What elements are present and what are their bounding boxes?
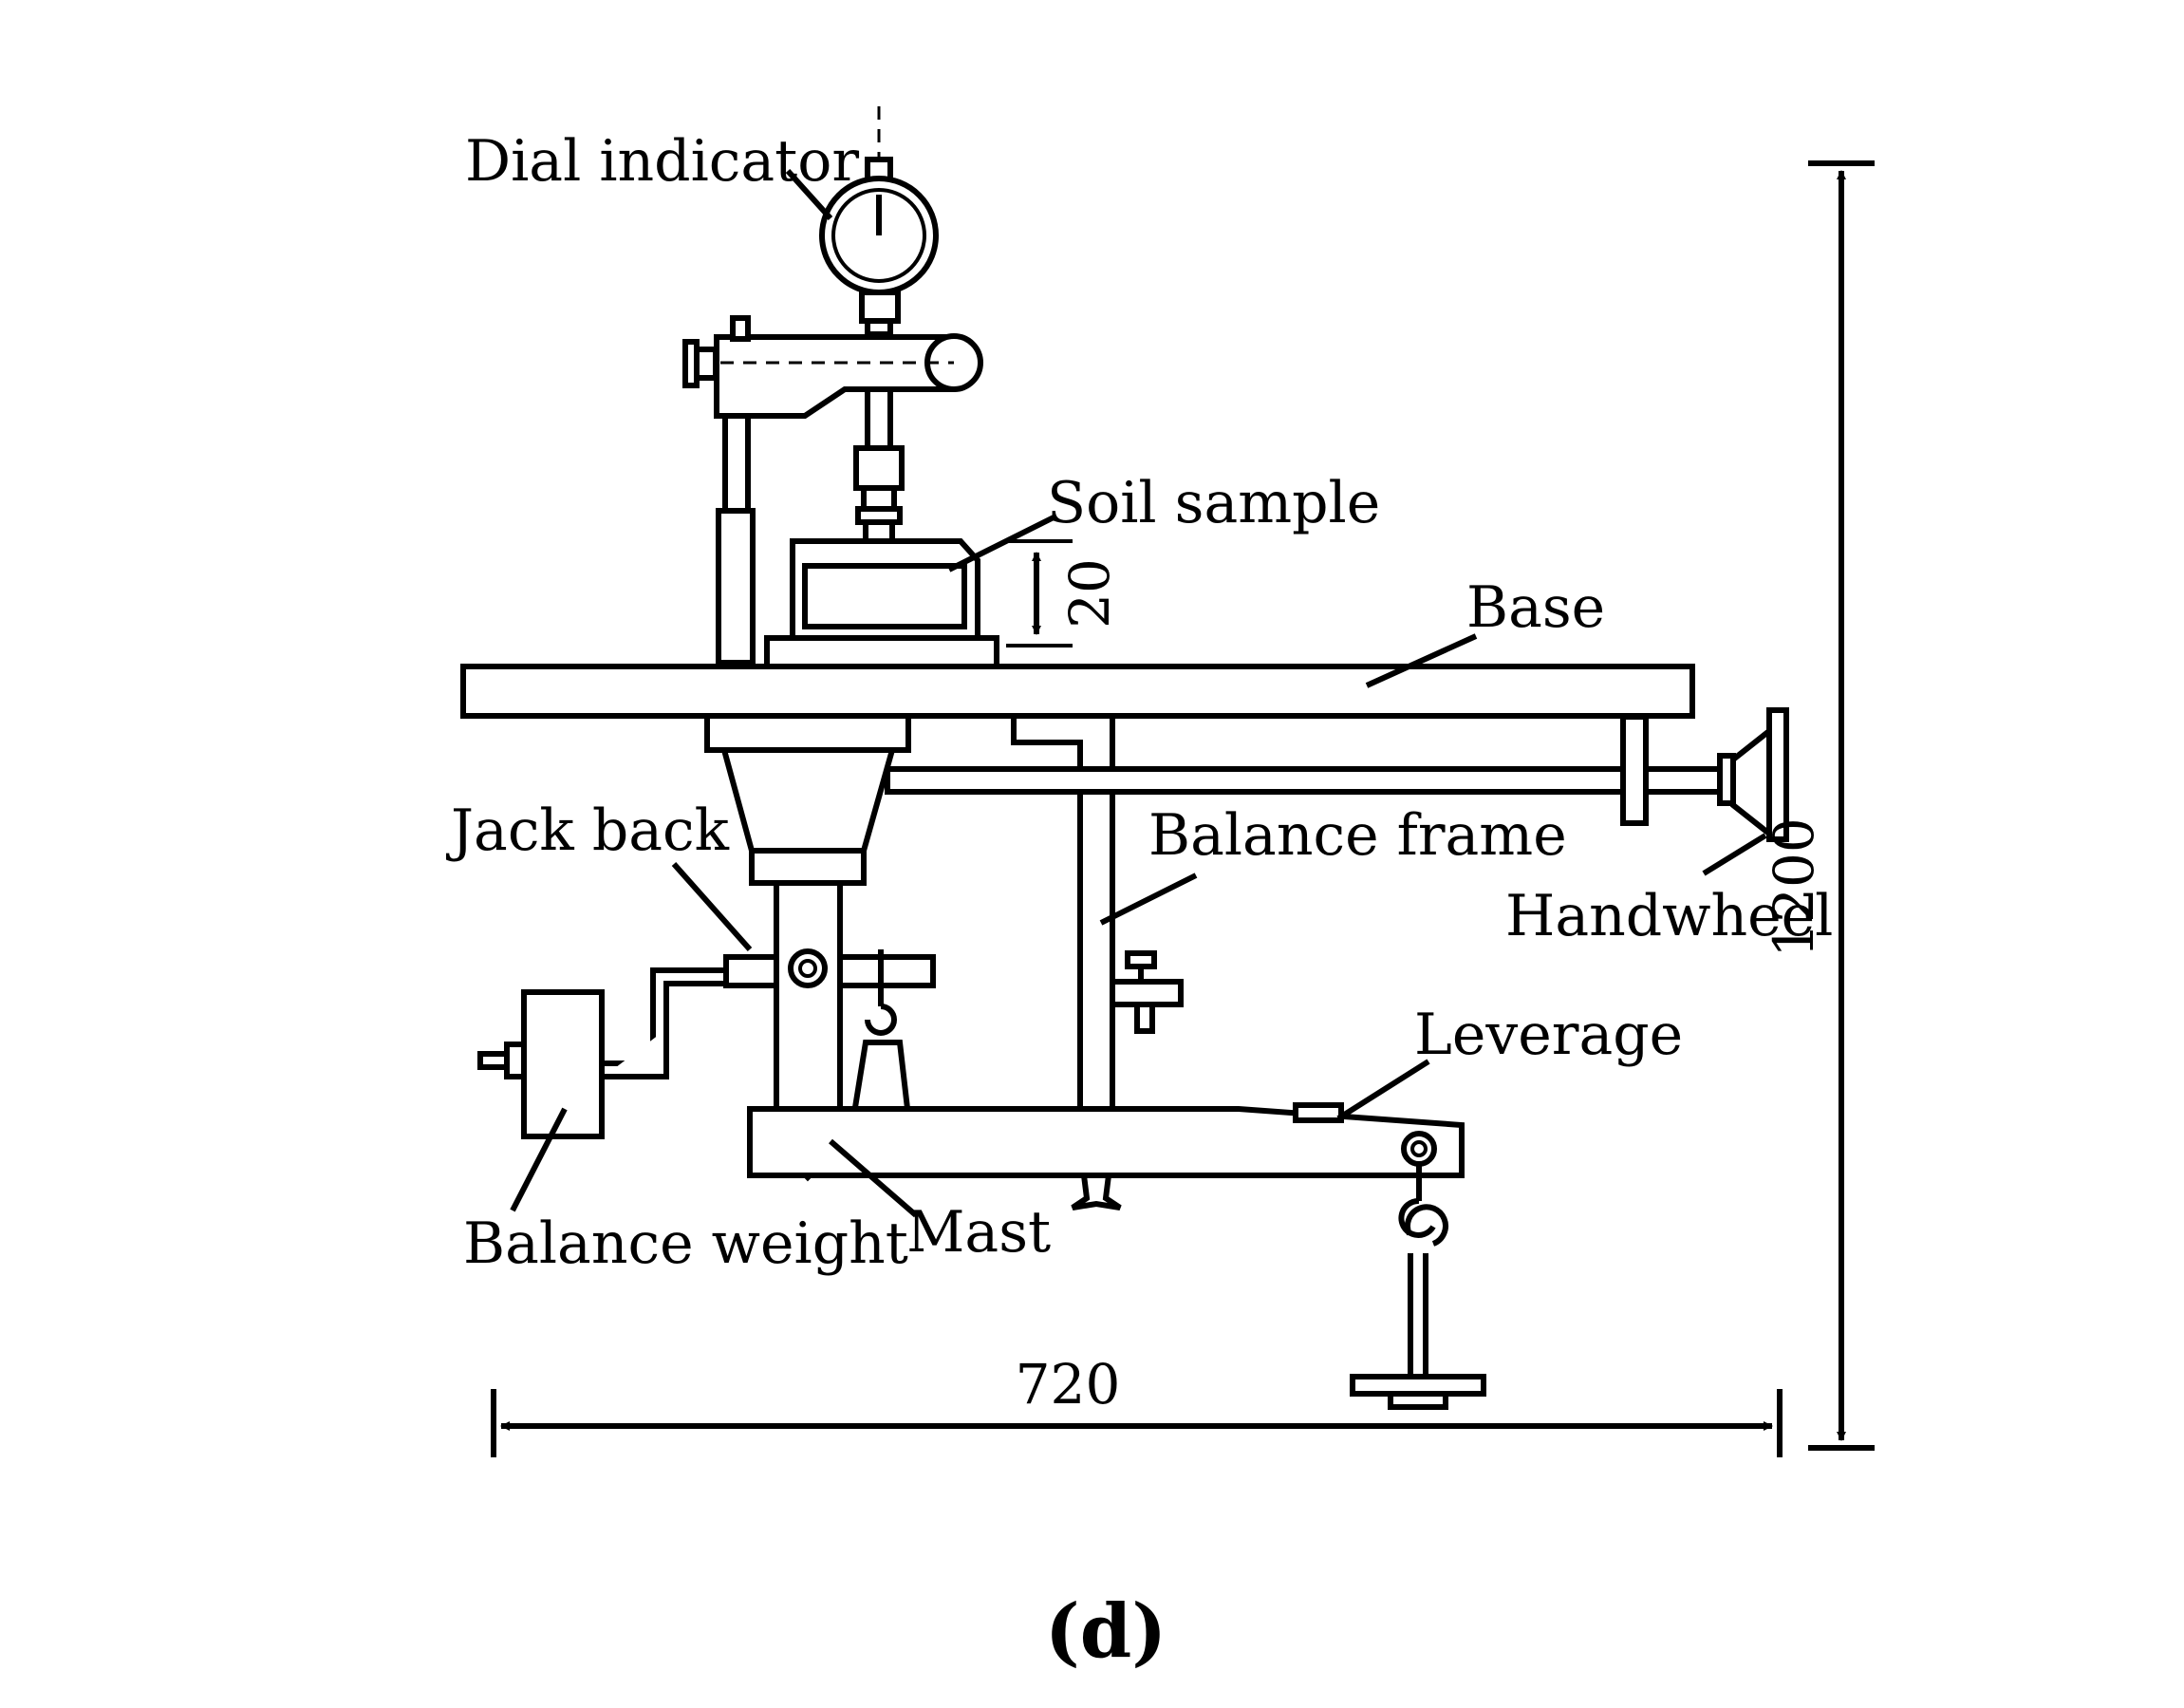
label-leverage: Leverage	[1414, 1002, 1683, 1068]
leader-lines	[510, 168, 1767, 1218]
loading-rod	[853, 386, 905, 544]
label-soil-sample: Soil sample	[1047, 470, 1380, 536]
leader-base	[1365, 633, 1478, 688]
jack	[704, 713, 911, 886]
label-mast: Mast	[906, 1199, 1051, 1266]
soil-sample-cell	[764, 538, 999, 669]
leader-soil	[947, 515, 1055, 572]
leader-mast	[829, 1138, 918, 1218]
clamp-arm	[682, 315, 983, 666]
dimension-total-width: 720	[1016, 1352, 1121, 1417]
label-balance-weight: Balance weight	[463, 1211, 908, 1277]
label-dial-indicator: Dial indicator	[465, 128, 859, 195]
label-handwheel: Handwheel	[1505, 883, 1833, 949]
lever	[747, 1102, 1465, 1178]
height-dimension	[1808, 160, 1875, 1451]
base-plate	[460, 664, 1695, 719]
balance-frame	[1011, 716, 1184, 1211]
leader-balance-weight	[510, 1107, 568, 1212]
dial-indicator	[819, 106, 939, 674]
label-balance-frame: Balance frame	[1148, 802, 1567, 869]
leader-handwheel	[1702, 833, 1767, 876]
balance-weight	[477, 967, 726, 1139]
leader-balance-frame	[1099, 873, 1198, 926]
dimension-total-height: 1200	[1762, 817, 1826, 958]
label-base: Base	[1466, 574, 1605, 641]
leader-jack-back	[671, 862, 753, 951]
figure-caption: (d)	[1045, 1588, 1167, 1675]
leader-leverage	[1336, 1059, 1430, 1121]
load-hanger	[1350, 1164, 1486, 1410]
sample-height-dimension	[1006, 539, 1073, 648]
width-dimension	[491, 1389, 1783, 1457]
handwheel-assembly	[885, 707, 1789, 842]
dimension-sample-height: 20	[1057, 558, 1122, 629]
label-jack-back: Jack back	[445, 798, 730, 864]
leader-dial	[785, 168, 833, 221]
